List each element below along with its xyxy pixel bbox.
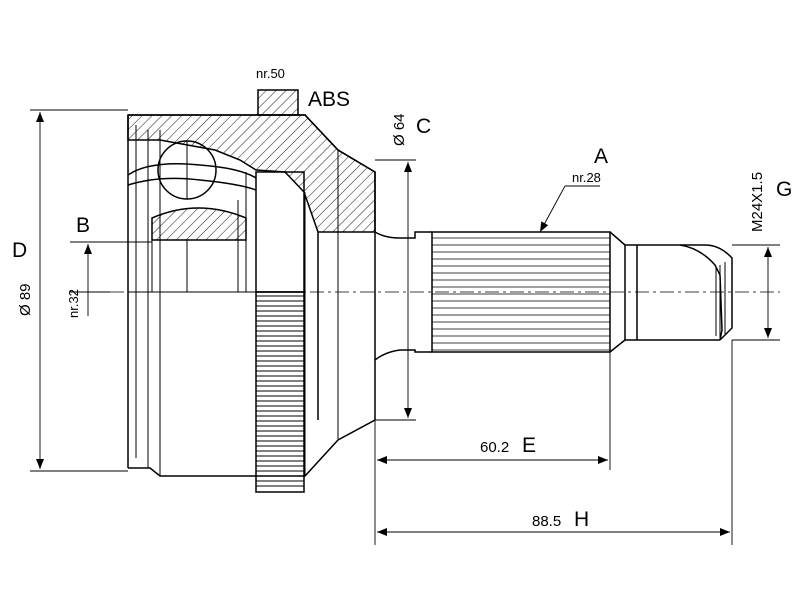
thread-end-top [679, 244, 723, 341]
spline-lines [432, 237, 610, 351]
label-e: E [522, 434, 536, 457]
ball-cage [127, 140, 257, 292]
housing-outline-lower [128, 349, 432, 477]
label-c-value: Ø 64 [391, 113, 408, 146]
label-c: C [416, 115, 431, 138]
dimension-d: D Ø 89 [12, 109, 128, 472]
label-b: B [76, 214, 90, 237]
dimension-c: Ø 64 C [375, 113, 431, 421]
label-b-count: nr.32 [66, 289, 81, 318]
abs-ring [255, 171, 305, 493]
cage-inner-arc [127, 177, 257, 191]
dim-a-leader [539, 185, 566, 233]
label-h: H [574, 508, 589, 531]
abs-tab-body [257, 89, 299, 116]
dimension-a: A nr.28 [539, 145, 608, 233]
label-d-value: Ø 89 [17, 283, 34, 316]
abs-tab [257, 89, 299, 116]
abs-callout: nr.50 ABS [256, 66, 350, 111]
dimension-b: B nr.32 [66, 214, 152, 318]
inner-race-hatch [151, 207, 247, 241]
label-g-value: M24X1.5 [749, 172, 766, 232]
cage-outer-arc [127, 163, 257, 179]
thread-end-cap [704, 244, 733, 341]
label-g: G [776, 178, 792, 201]
joint-housing [127, 114, 432, 477]
dimension-h: 88.5 H [377, 340, 733, 545]
abs-teeth-lines [256, 295, 304, 487]
dimension-g: M24X1.5 G [732, 172, 792, 341]
abs-ring-upper [255, 171, 305, 293]
shaft [431, 231, 733, 353]
dimension-e: 60.2 E [374, 352, 611, 545]
label-abs: ABS [308, 88, 350, 111]
label-a-count: nr.28 [572, 170, 601, 185]
abs-ring-teeth [255, 291, 305, 493]
shaft-shoulder [609, 231, 626, 353]
label-a: A [594, 145, 608, 168]
label-e-value: 60.2 [480, 439, 509, 456]
label-d: D [12, 239, 27, 262]
housing-outline [128, 114, 432, 239]
label-h-value: 88.5 [532, 513, 561, 530]
label-abs-count: nr.50 [256, 66, 285, 81]
